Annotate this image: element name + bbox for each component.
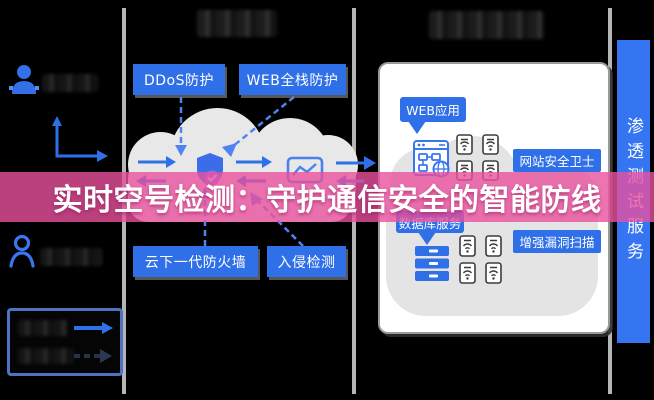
obscured-user-label-bottom [40, 248, 102, 266]
web-fullstack-protection-label: WEB全栈防护 [246, 72, 339, 89]
obscured-title-right [429, 11, 544, 39]
site-safety-guard-label: 网站安全卫士 [519, 154, 595, 169]
legend-box [7, 308, 123, 376]
web-fullstack-protection-box: WEB全栈防护 [239, 64, 346, 95]
intrusion-detection-label: 入侵检测 [277, 254, 336, 271]
banner-overlay: 实时空号检测：守护通信安全的智能防线 [0, 172, 654, 222]
enhanced-vuln-scan-tag: 增强漏洞扫描 [513, 230, 601, 253]
enhanced-vuln-scan-label: 增强漏洞扫描 [519, 235, 595, 250]
ddos-protection-box: DDoS防护 [133, 64, 225, 95]
cloud-firewall-label: 云下一代防火墙 [144, 254, 247, 271]
server-stack-icon [415, 246, 449, 281]
database-service-pointer-icon [418, 232, 436, 245]
legend-dashed-arrow-icon [74, 349, 112, 363]
site-safety-guard-tag: 网站安全卫士 [513, 149, 601, 172]
obscured-user-label-top [42, 74, 98, 92]
wifi-device-grid-bottom [459, 235, 502, 284]
web-app-tooltip: WEB应用 [400, 97, 466, 122]
web-app-tooltip-label: WEB应用 [406, 103, 460, 118]
obscured-legend-label-2 [18, 348, 74, 364]
banner-title: 实时空号检测：守护通信安全的智能防线 [52, 183, 602, 218]
obscured-title-middle [197, 10, 277, 37]
cloud-firewall-box: 云下一代防火墙 [133, 246, 258, 277]
web-app-tooltip-pointer-icon [408, 121, 426, 134]
legend-solid-arrow-icon [74, 322, 113, 334]
user-outline-icon [9, 234, 35, 268]
obscured-legend-label-1 [18, 320, 68, 336]
user-filled-icon [9, 65, 39, 94]
ddos-protection-label: DDoS防护 [143, 72, 214, 89]
intrusion-detection-box: 入侵检测 [267, 246, 346, 277]
